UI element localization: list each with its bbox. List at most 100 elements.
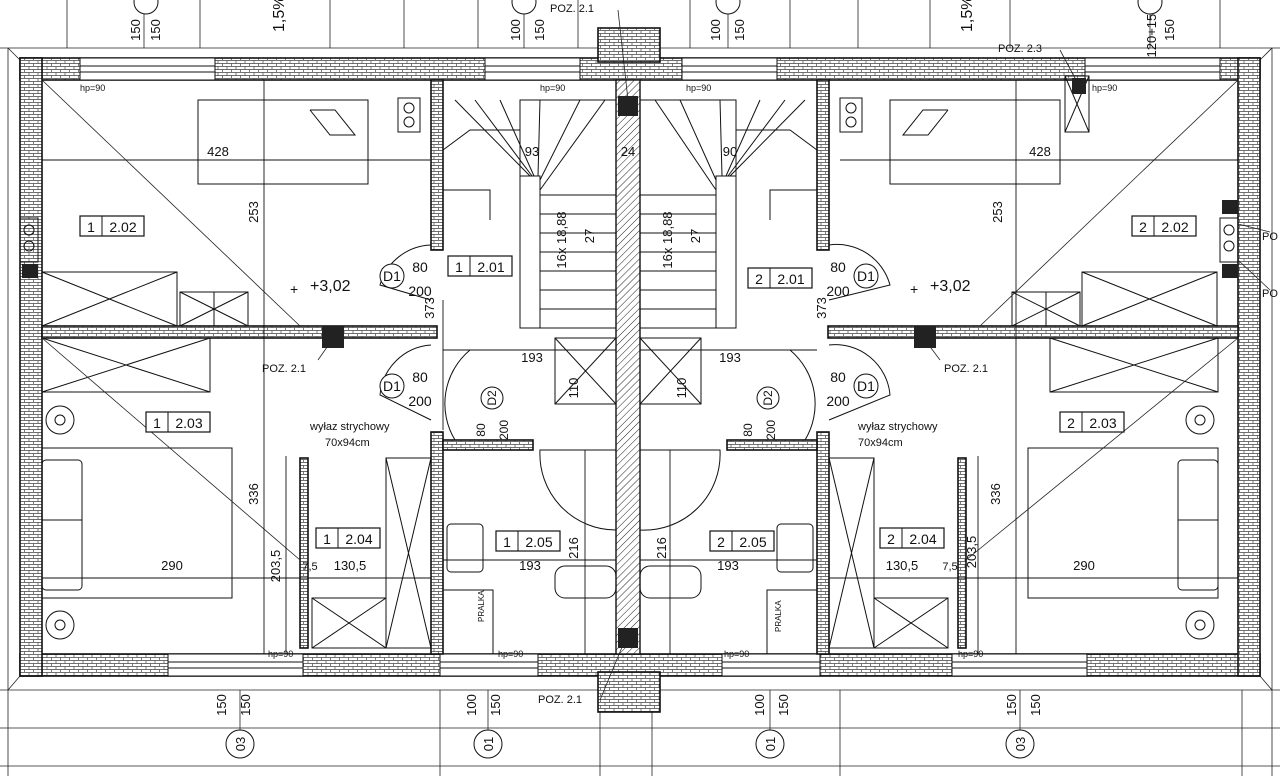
axis-tag: 01 xyxy=(481,737,496,751)
svg-text:hp=90: hp=90 xyxy=(686,83,711,93)
door-tag: D1 xyxy=(857,378,875,394)
plan-labels: +3,02 +3,02 + + POZ. 2.1 POZ. 2.1 POZ. 2… xyxy=(80,0,1278,706)
svg-text:290: 290 xyxy=(161,558,183,573)
axis-tag: 03 xyxy=(1013,737,1028,751)
svg-text:2.05: 2.05 xyxy=(525,534,552,550)
attic-hatch-label: wyłaz strychowy xyxy=(309,421,390,433)
svg-text:193: 193 xyxy=(521,350,543,365)
svg-text:100: 100 xyxy=(708,19,723,41)
svg-text:216: 216 xyxy=(566,537,581,559)
svg-text:80: 80 xyxy=(741,423,755,437)
attic-hatch-label: wyłaz strychowy xyxy=(857,421,938,433)
svg-text:7,5: 7,5 xyxy=(942,561,957,573)
svg-text:150: 150 xyxy=(128,19,143,41)
position-label: POZ. 2.1 xyxy=(550,3,594,15)
svg-text:203,5: 203,5 xyxy=(268,550,283,583)
svg-text:120+150: 120+150 xyxy=(1144,7,1159,58)
svg-text:150: 150 xyxy=(1162,19,1177,41)
svg-text:336: 336 xyxy=(246,483,261,505)
svg-text:1: 1 xyxy=(87,219,95,235)
door-tag: D1 xyxy=(383,378,401,394)
axis-tag: 01 xyxy=(763,737,778,751)
svg-text:150: 150 xyxy=(148,19,163,41)
svg-text:hp=90: hp=90 xyxy=(80,83,105,93)
door-tag: D2 xyxy=(485,390,499,406)
svg-text:110: 110 xyxy=(566,378,581,399)
svg-text:hp=90: hp=90 xyxy=(724,649,749,659)
svg-text:336: 336 xyxy=(988,483,1003,505)
position-label: POZ. 2.3 xyxy=(998,43,1042,55)
door-tag: D2 xyxy=(761,390,775,406)
svg-text:193: 193 xyxy=(717,558,739,573)
svg-text:150: 150 xyxy=(532,19,547,41)
dimension-lines xyxy=(42,80,1238,654)
svg-text:24: 24 xyxy=(621,144,635,159)
svg-text:253: 253 xyxy=(246,201,261,223)
svg-text:200: 200 xyxy=(497,420,511,440)
svg-text:2.05: 2.05 xyxy=(739,534,766,550)
svg-text:2: 2 xyxy=(887,531,895,547)
elevation-mark: +3,02 xyxy=(310,278,351,295)
svg-text:27: 27 xyxy=(688,229,703,243)
svg-text:hp=90: hp=90 xyxy=(958,649,983,659)
svg-text:hp=90: hp=90 xyxy=(540,83,565,93)
position-label: POZ. 2.1 xyxy=(944,363,988,375)
position-label: POZ. 2.1 xyxy=(538,694,582,706)
slope-label: 1,5% xyxy=(959,0,976,32)
svg-text:130,5: 130,5 xyxy=(886,558,919,573)
svg-text:428: 428 xyxy=(207,144,229,159)
svg-text:80: 80 xyxy=(412,369,428,385)
svg-text:200: 200 xyxy=(826,393,850,409)
svg-text:2: 2 xyxy=(755,271,763,287)
svg-text:hp=90: hp=90 xyxy=(1092,83,1117,93)
svg-text:100: 100 xyxy=(508,19,523,41)
svg-text:1: 1 xyxy=(323,531,331,547)
svg-text:2.03: 2.03 xyxy=(175,415,202,431)
svg-text:1: 1 xyxy=(153,415,161,431)
svg-text:80: 80 xyxy=(830,369,846,385)
svg-text:2: 2 xyxy=(717,534,725,550)
svg-text:2.02: 2.02 xyxy=(1161,219,1188,235)
laundry-label: PRALKA xyxy=(774,600,783,632)
svg-text:150: 150 xyxy=(732,19,747,41)
svg-text:130,5: 130,5 xyxy=(334,558,367,573)
position-label: POZ. 2.1 xyxy=(262,363,306,375)
svg-text:110: 110 xyxy=(674,378,689,399)
svg-text:150: 150 xyxy=(488,694,503,716)
svg-text:80: 80 xyxy=(830,259,846,275)
door-tag: D1 xyxy=(383,268,401,284)
slope-label: 1,5% xyxy=(271,0,288,32)
dimension-texts: 428 428 253 253 373 373 193 193 93 90 24… xyxy=(128,7,1177,716)
svg-text:2.02: 2.02 xyxy=(109,219,136,235)
svg-text:150: 150 xyxy=(238,694,253,716)
svg-text:150: 150 xyxy=(776,694,791,716)
svg-text:150: 150 xyxy=(214,694,229,716)
laundry-label: PRALKA xyxy=(477,590,486,622)
svg-text:100: 100 xyxy=(752,694,767,716)
interior-walls xyxy=(41,79,1239,655)
svg-text:16x 18,88: 16x 18,88 xyxy=(660,211,675,268)
svg-text:200: 200 xyxy=(764,420,778,440)
svg-text:216: 216 xyxy=(654,537,669,559)
attic-hatch-size: 70x94cm xyxy=(325,437,370,449)
windows xyxy=(79,57,1221,677)
door-tags: D1 80 200 D1 80 200 D1 80 200 D1 80 200 … xyxy=(379,259,879,440)
svg-text:hp=90: hp=90 xyxy=(268,649,293,659)
svg-text:hp=90: hp=90 xyxy=(498,649,523,659)
svg-text:2.01: 2.01 xyxy=(777,271,804,287)
svg-text:2: 2 xyxy=(1067,415,1075,431)
svg-text:150: 150 xyxy=(1004,694,1019,716)
svg-text:200: 200 xyxy=(826,283,850,299)
svg-text:203,5: 203,5 xyxy=(964,536,979,569)
svg-text:80: 80 xyxy=(412,259,428,275)
svg-text:193: 193 xyxy=(519,558,541,573)
